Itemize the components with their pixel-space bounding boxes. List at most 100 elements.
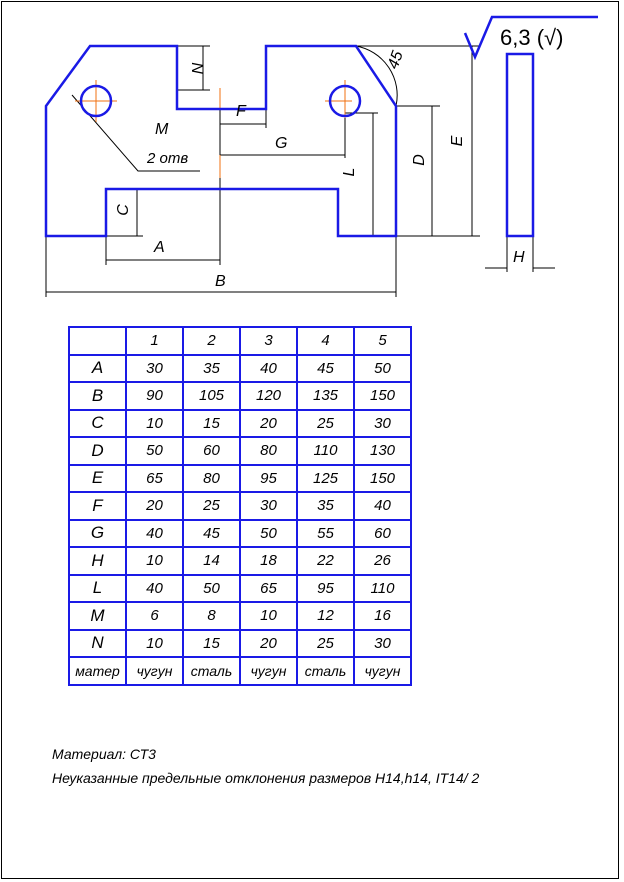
table-cell: 105 (182, 381, 241, 411)
row-label: H (68, 546, 127, 576)
label-C: C (115, 204, 132, 216)
row-label: M (68, 601, 127, 631)
chamfer-angle: 45 (385, 49, 407, 72)
hole-left (79, 84, 113, 118)
table-cell: 80 (182, 463, 241, 493)
table-cell: 125 (296, 463, 355, 493)
column-header: 4 (296, 326, 355, 356)
table-cell: 10 (125, 546, 184, 576)
table-cell: 150 (353, 463, 412, 493)
table-cell: 65 (125, 463, 184, 493)
table-cell: 10 (125, 408, 184, 438)
table-cell: 10 (125, 628, 184, 658)
row-label: матер (68, 656, 127, 686)
label-L: L (341, 168, 358, 177)
table-cell: 20 (239, 408, 298, 438)
side-view (505, 52, 535, 238)
part-drawing: N F G L D E C A B H 45 М 2 отв 6,3 (√) (44, 15, 598, 297)
label-G: G (275, 135, 287, 152)
table-cell: 8 (182, 601, 241, 631)
row-label: D (68, 436, 127, 466)
table-cell: 40 (239, 353, 298, 383)
label-H: H (513, 249, 525, 266)
table-cell: 40 (353, 491, 412, 521)
row-label: N (68, 628, 127, 658)
table-cell: 22 (296, 546, 355, 576)
table-cell: 80 (239, 436, 298, 466)
material-note: Материал: СТ3 (52, 746, 156, 762)
table-cell: 150 (353, 381, 412, 411)
column-header: 5 (353, 326, 412, 356)
label-E: E (449, 135, 466, 146)
table-cell: 135 (296, 381, 355, 411)
table-cell: 45 (182, 518, 241, 548)
table-cell: 40 (125, 518, 184, 548)
table-cell: 15 (182, 628, 241, 658)
table-cell: 14 (182, 546, 241, 576)
table-cell: 30 (239, 491, 298, 521)
table-cell: 45 (296, 353, 355, 383)
table-cell: 30 (125, 353, 184, 383)
table-cell: 15 (182, 408, 241, 438)
row-label: A (68, 353, 127, 383)
table-cell: 16 (353, 601, 412, 631)
roughness-value: 6,3 (√) (500, 25, 563, 50)
table-cell: сталь (182, 656, 241, 686)
table-cell: 110 (296, 436, 355, 466)
table-cell: сталь (296, 656, 355, 686)
label-A: A (153, 239, 165, 256)
label-D: D (411, 154, 428, 166)
table-cell: 55 (296, 518, 355, 548)
row-label: C (68, 408, 127, 438)
row-label: B (68, 381, 127, 411)
table-cell: 65 (239, 573, 298, 603)
part-outline (44, 44, 398, 238)
label-B: B (215, 273, 226, 290)
hole-leader (71, 94, 200, 172)
table-cell: чугун (125, 656, 184, 686)
table-cell: 10 (239, 601, 298, 631)
table-cell: 20 (125, 491, 184, 521)
angle-arc (355, 45, 398, 107)
table-cell: чугун (239, 656, 298, 686)
hole-diameter: М (155, 121, 169, 138)
table-cell: 60 (353, 518, 412, 548)
label-N: N (188, 62, 205, 74)
table-cell: 35 (296, 491, 355, 521)
table-cell: 50 (239, 518, 298, 548)
table-cell: 130 (353, 436, 412, 466)
table-cell: 95 (239, 463, 298, 493)
table-cell: 120 (239, 381, 298, 411)
column-header: 1 (125, 326, 184, 356)
table-cell: 110 (353, 573, 412, 603)
table-cell: 25 (296, 408, 355, 438)
column-header: 2 (182, 326, 241, 356)
table-cell: 25 (182, 491, 241, 521)
table-cell: 26 (353, 546, 412, 576)
table-cell: 50 (125, 436, 184, 466)
table-cell: 60 (182, 436, 241, 466)
tolerance-note: Неуказанные предельные отклонения размер… (52, 770, 480, 786)
row-label: E (68, 463, 127, 493)
label-F: F (236, 103, 247, 120)
table-cell: 18 (239, 546, 298, 576)
row-label: L (68, 573, 127, 603)
table-cell: 30 (353, 628, 412, 658)
table-cell: 50 (353, 353, 412, 383)
hole-right (328, 84, 362, 118)
table-cell: 20 (239, 628, 298, 658)
table-cell: 40 (125, 573, 184, 603)
